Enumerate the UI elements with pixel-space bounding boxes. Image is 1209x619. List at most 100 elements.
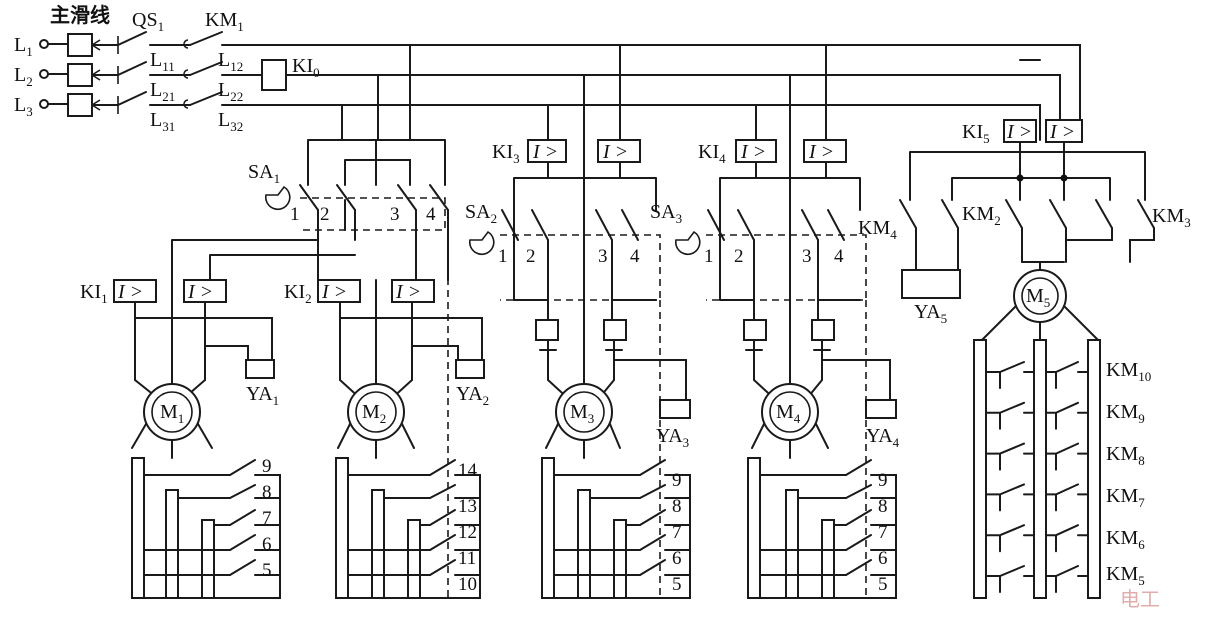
header-label: 主滑线 [50, 3, 110, 27]
sa2-pos-2: 2 [526, 246, 536, 267]
ya2-label: YA2 [456, 383, 489, 408]
km7-label: KM7 [1106, 485, 1145, 510]
m5-step-row [985, 442, 1089, 471]
km4-label: KM4 [858, 217, 897, 242]
supply-terminal-l2 [39, 69, 49, 79]
sa2-handle-icon [468, 230, 495, 256]
m2-step-2: 13 [458, 496, 477, 517]
km2-label: KM2 [962, 203, 1001, 228]
km6-label: KM6 [1106, 527, 1145, 552]
km3-label: KM3 [1152, 205, 1191, 230]
ya2-brake [455, 359, 485, 379]
sa1-pos-3: 3 [390, 204, 400, 225]
ya5-brake [901, 269, 961, 299]
m4-label: M4 [776, 401, 801, 426]
supply-label-l3: L3 [14, 94, 33, 119]
supply-terminal-l3 [39, 99, 49, 109]
ya3-brake [659, 399, 691, 419]
ki5-label: KI5 [962, 121, 990, 146]
m4-rectifier-b [811, 319, 835, 341]
m4-step-4: 6 [878, 548, 888, 569]
m1-step-1: 9 [262, 456, 272, 477]
sa1-pos-2: 2 [320, 204, 330, 225]
ya4-brake [865, 399, 897, 419]
sa1-pos-4: 4 [426, 204, 436, 225]
ki4-relay-a-text: I > [740, 141, 766, 163]
sa3-pos-3: 3 [802, 246, 812, 267]
ki4-label: KI4 [698, 141, 726, 166]
m3-step-5: 5 [672, 574, 682, 595]
qs1-label: QS1 [132, 9, 164, 34]
m3-rectifier-b [603, 319, 627, 341]
sa3-label: SA3 [650, 201, 682, 226]
label-l11: L11 [150, 49, 175, 74]
m1-step-3: 7 [262, 508, 272, 529]
m3-step-3: 7 [672, 522, 682, 543]
ki3-relay-b-text: I > [602, 141, 628, 163]
sa3-pos-4: 4 [834, 246, 844, 267]
m5-label: M5 [1026, 285, 1050, 310]
collector-l1 [67, 33, 93, 57]
m5-step-row [985, 361, 1089, 389]
m5-step-contacts [985, 361, 1089, 593]
km9-label: KM9 [1106, 401, 1145, 426]
km1-label: KM1 [205, 9, 244, 34]
m1-step-2: 8 [262, 482, 272, 503]
collector-l3 [67, 93, 93, 117]
m4-step-2: 8 [878, 496, 888, 517]
label-l12: L12 [218, 49, 243, 74]
ki5-relay-b-text: I > [1049, 121, 1075, 143]
sa2-pos-1: 1 [498, 246, 508, 267]
m3-circuit [468, 44, 691, 599]
km10-label: KM10 [1106, 359, 1151, 384]
m3-step-2: 8 [672, 496, 682, 517]
sa1-handle-icon [264, 185, 291, 211]
m1-circuit [113, 279, 281, 599]
m3-step-4: 6 [672, 548, 682, 569]
m4-rectifier-a [743, 319, 767, 341]
m5-step-row [985, 524, 1089, 553]
m4-step-5: 5 [878, 574, 888, 595]
ki2-relay-a-text: I > [321, 281, 347, 303]
label-l32: L32 [218, 109, 243, 134]
label-l22: L22 [218, 79, 243, 104]
ki0-label: KI0 [292, 55, 320, 80]
m2-label: M2 [362, 401, 386, 426]
m1-step-4: 6 [262, 534, 272, 555]
sa1-pos-1: 1 [290, 204, 300, 225]
ki0-relay [261, 59, 287, 91]
ki5-relay-a-text: I > [1006, 121, 1032, 143]
m2-circuit [317, 199, 485, 599]
sa2-pos-4: 4 [630, 246, 640, 267]
sa1-section [171, 44, 449, 281]
ki2-label: KI2 [284, 281, 312, 306]
m3-step-1: 9 [672, 470, 682, 491]
label-l21: L21 [150, 79, 175, 104]
km8-label: KM8 [1106, 443, 1145, 468]
m1-step-5: 5 [262, 560, 272, 581]
ya1-brake [245, 359, 275, 379]
main-contacts [117, 31, 223, 114]
sa3-pos-1: 1 [704, 246, 714, 267]
supply-terminals: L1 L2 L3 [14, 33, 119, 119]
m2-step-1: 14 [458, 460, 478, 481]
ki1-relay-a-text: I > [117, 281, 143, 303]
m3-label: M3 [570, 401, 594, 426]
ya4-label: YA4 [866, 425, 900, 450]
m4-step-1: 9 [878, 470, 888, 491]
sa1-label: SA1 [248, 161, 280, 186]
m3-rectifier-a [535, 319, 559, 341]
main-bus [221, 44, 1081, 141]
m2-step-4: 11 [458, 548, 476, 569]
m5-step-row [985, 483, 1089, 512]
m1-label: M1 [160, 401, 184, 426]
m5-circuit [899, 119, 1155, 599]
watermark: 电工 [1120, 587, 1160, 611]
ya5-label: YA5 [914, 301, 947, 326]
ki1-relay-b-text: I > [187, 281, 213, 303]
collector-l2 [67, 63, 93, 87]
ki3-relay-a-text: I > [532, 141, 558, 163]
ya3-label: YA3 [656, 425, 689, 450]
sa2-pos-3: 3 [598, 246, 608, 267]
